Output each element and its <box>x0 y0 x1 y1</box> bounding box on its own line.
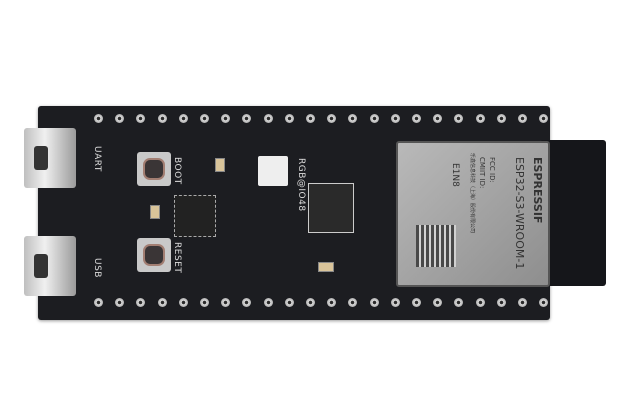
header-pin <box>115 298 125 307</box>
header-pin <box>221 114 231 123</box>
header-pin <box>348 114 358 123</box>
header-pin <box>454 298 464 307</box>
header-pin <box>115 114 125 123</box>
header-pin <box>284 298 294 307</box>
header-pin <box>200 114 209 123</box>
voltage-regulator <box>308 183 354 233</box>
header-pin <box>306 114 315 123</box>
module-variant: E1N8 <box>450 163 460 187</box>
header-pin <box>327 298 337 307</box>
header-pin <box>518 114 527 123</box>
header-pin <box>475 298 485 307</box>
pcb-antenna <box>540 140 606 286</box>
header-pin <box>200 298 209 307</box>
rgb-label: RGB@IO48 <box>296 158 306 212</box>
header-pin <box>242 114 252 123</box>
header-pin <box>327 114 337 123</box>
header-pin <box>369 298 379 307</box>
header-pin <box>136 114 146 123</box>
header-pin <box>496 114 506 123</box>
rgb-led <box>258 156 288 186</box>
module-brand: ESPRESSIF <box>531 157 544 224</box>
boot-button[interactable] <box>137 152 171 186</box>
header-pin <box>263 114 273 123</box>
module-model: ESP32-S3-WROOM-1 <box>513 157 526 270</box>
usb-label: USB <box>92 258 102 278</box>
header-pin <box>94 298 103 307</box>
header-pin <box>157 114 167 123</box>
header-pin <box>178 114 188 123</box>
header-pin <box>433 114 443 123</box>
manufacturer: 乐鑫信息科技（上海）股份有限公司 <box>469 153 475 234</box>
header-pin <box>136 298 146 307</box>
fcc-id: FCC ID: <box>488 157 496 183</box>
header-pin <box>518 298 527 307</box>
uart-label: UART <box>92 146 102 172</box>
header-pin <box>157 298 167 307</box>
header-pin <box>454 114 464 123</box>
header-pin <box>94 114 103 123</box>
header-pin <box>475 114 485 123</box>
header-pin <box>221 298 231 307</box>
cmiit-id: CMIIT ID: <box>478 157 486 189</box>
header-pin <box>539 298 549 307</box>
header-pin <box>369 114 379 123</box>
header-pin <box>284 114 294 123</box>
datamatrix-code <box>416 225 456 267</box>
header-pin <box>348 298 358 307</box>
header-pin <box>539 114 549 123</box>
header-pin <box>390 114 400 123</box>
boot-label: BOOT <box>172 157 182 185</box>
esp32-s3-wroom-module: ESPRESSIF ESP32-S3-WROOM-1 FCC ID: CMIIT… <box>396 141 550 287</box>
usb-uart-bridge-chip <box>174 195 216 237</box>
header-pin <box>412 114 421 123</box>
header-pin <box>496 298 506 307</box>
header-pin <box>242 298 252 307</box>
header-pin <box>306 298 315 307</box>
reset-button[interactable] <box>137 238 171 272</box>
header-pin <box>263 298 273 307</box>
usb-port <box>24 236 76 296</box>
header-pin <box>412 298 421 307</box>
header-pin <box>390 298 400 307</box>
reset-label: RESET <box>172 242 182 274</box>
header-pin <box>433 298 443 307</box>
header-pin <box>178 298 188 307</box>
usb-uart-port <box>24 128 76 188</box>
